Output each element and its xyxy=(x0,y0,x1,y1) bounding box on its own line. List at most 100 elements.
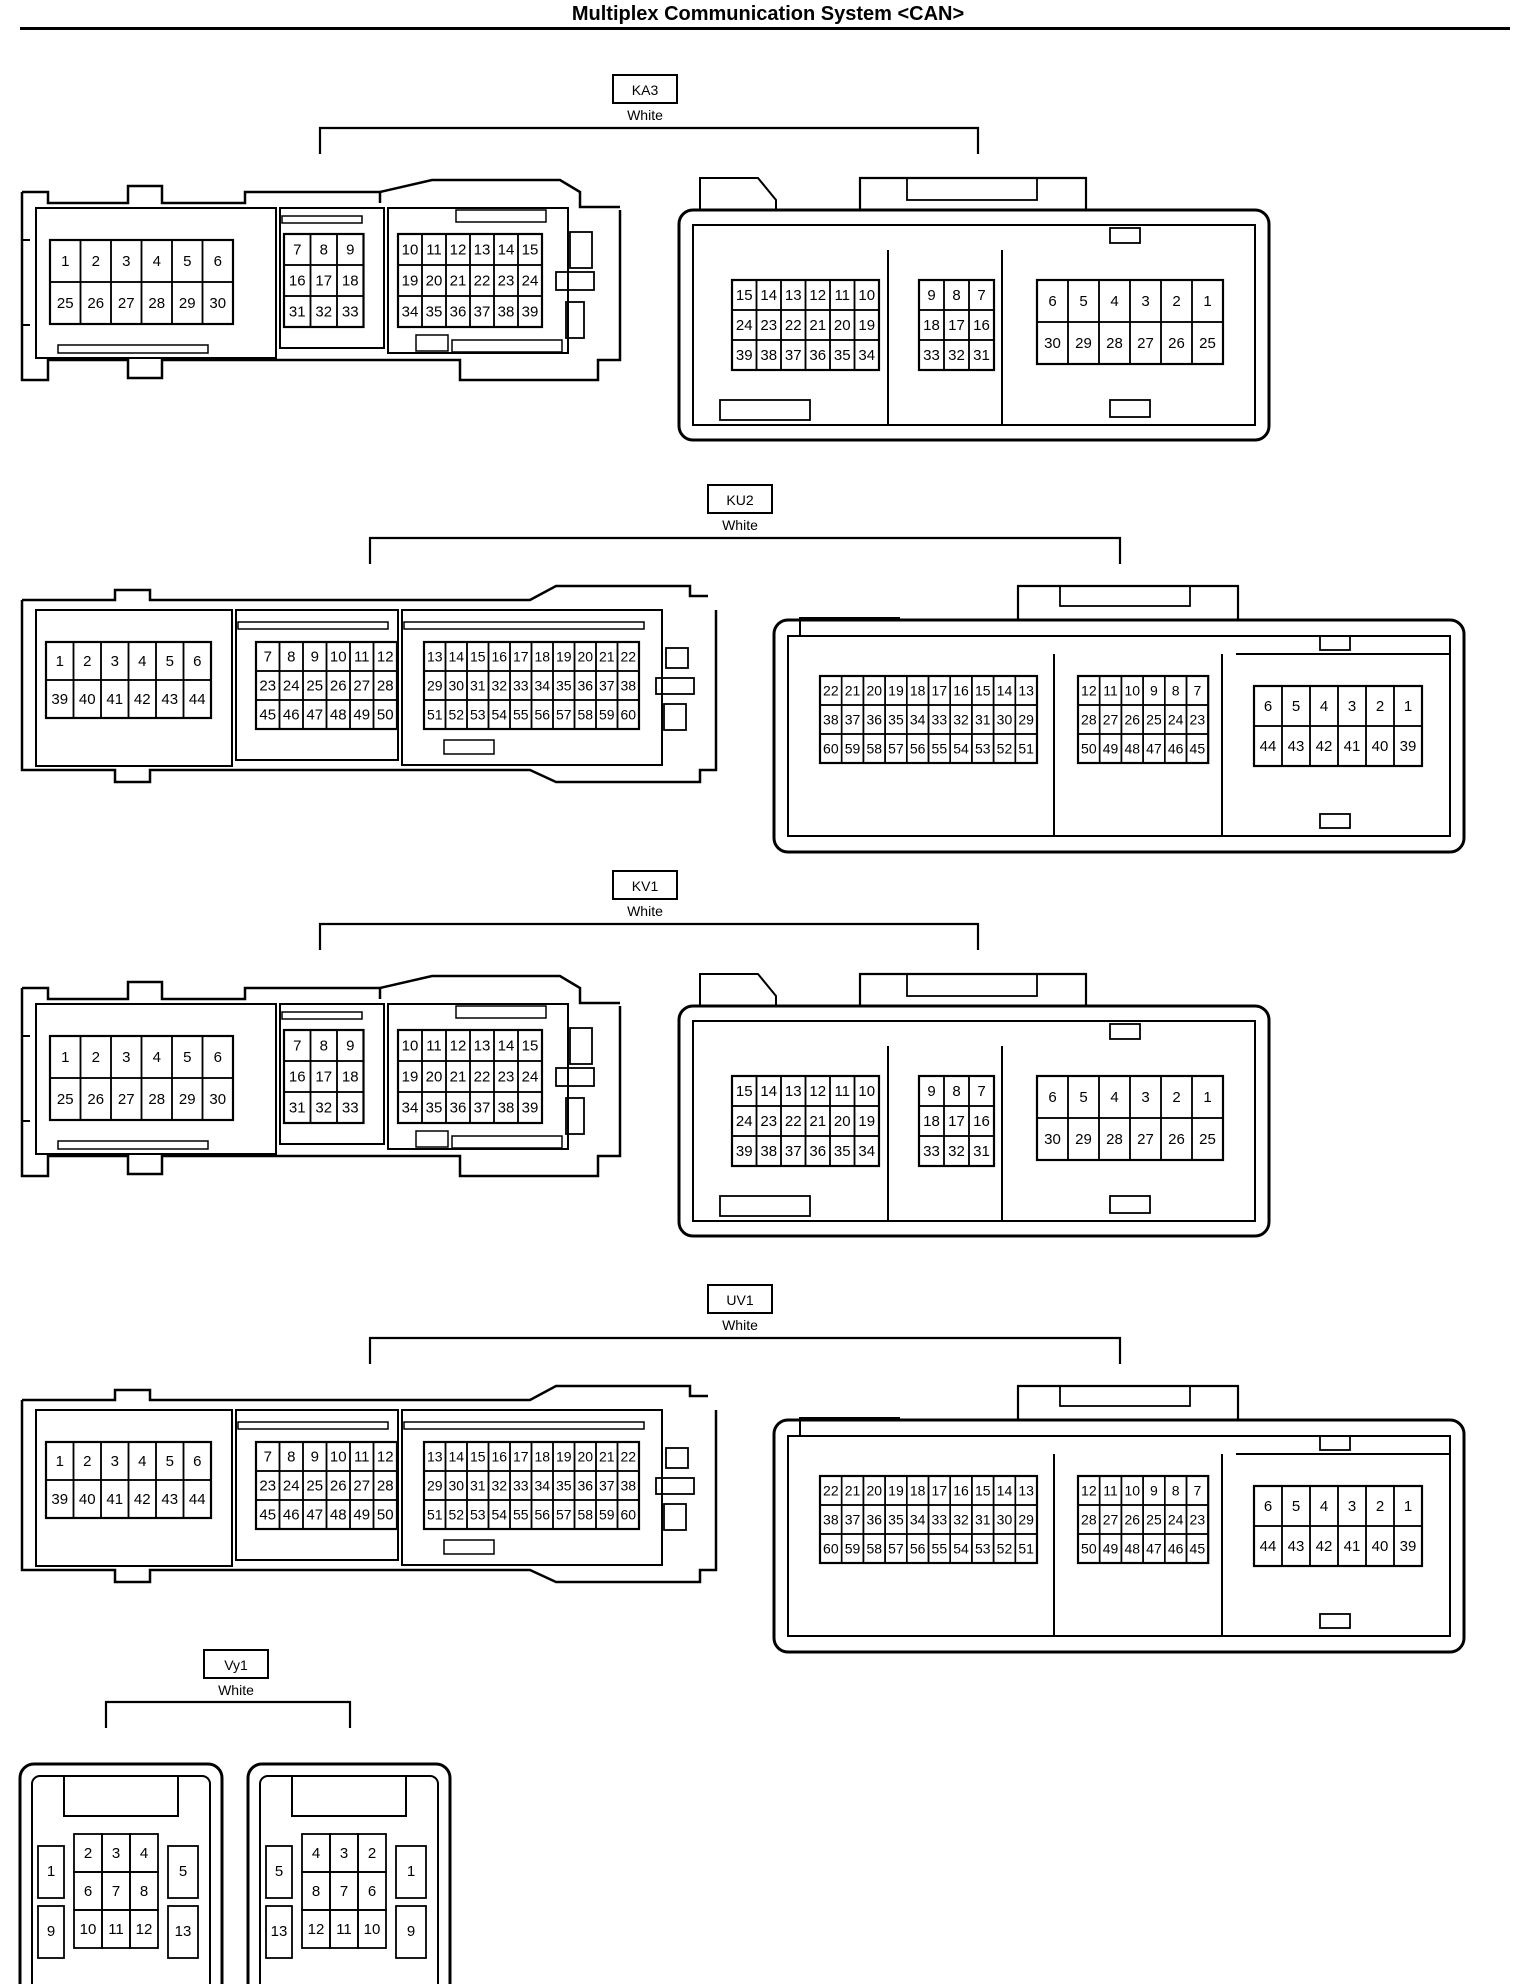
pin-number: 1 xyxy=(61,1049,69,1066)
pin-number: 4 xyxy=(1110,1089,1118,1106)
pin-number: 22 xyxy=(474,1069,491,1086)
pin-number: 10 xyxy=(858,1083,875,1100)
pin-number: 34 xyxy=(858,347,875,364)
pin-number: 32 xyxy=(948,347,965,364)
pin-number: 57 xyxy=(556,707,572,723)
pin-number: 3 xyxy=(1141,293,1149,310)
pin-number: 34 xyxy=(534,1478,550,1494)
pin-number: 20 xyxy=(834,317,851,334)
pin-number: 20 xyxy=(426,273,443,290)
pin-number: 33 xyxy=(342,304,359,321)
pin-number: 44 xyxy=(1260,738,1277,755)
housing-outline xyxy=(318,126,980,154)
pin-number: 3 xyxy=(112,1845,120,1862)
pin-number: 39 xyxy=(736,347,753,364)
pin-number: 33 xyxy=(932,1512,948,1528)
pin-number: 30 xyxy=(448,1478,464,1494)
pin-number: 7 xyxy=(293,242,301,259)
pin-number: 39 xyxy=(1400,1538,1417,1555)
pin-number: 34 xyxy=(910,1512,926,1528)
housing-part xyxy=(279,207,385,349)
pin-number: 5 xyxy=(275,1863,283,1880)
pin-number: 17 xyxy=(948,317,965,334)
housing-part xyxy=(1319,635,1351,651)
pin-number: 13 xyxy=(785,287,802,304)
pin-number: 12 xyxy=(809,287,826,304)
pin-cell xyxy=(336,1091,365,1124)
pin-number: 27 xyxy=(118,1091,135,1108)
pin-number: 13 xyxy=(427,649,443,665)
pin-number: 29 xyxy=(179,295,196,312)
pin-number: 36 xyxy=(866,1512,882,1528)
title-rule xyxy=(20,27,1510,30)
pin-number: 19 xyxy=(556,1449,572,1465)
pin-number: 16 xyxy=(491,1449,507,1465)
pin-number: 12 xyxy=(1081,683,1097,699)
page-title: Multiplex Communication System <CAN> xyxy=(571,3,965,25)
pin-number: 47 xyxy=(306,1507,323,1524)
pin-number: 60 xyxy=(823,1541,839,1557)
pin-number: 2 xyxy=(368,1845,376,1862)
pin-number: 29 xyxy=(1075,335,1092,352)
housing-part xyxy=(665,1447,689,1469)
pin-number: 17 xyxy=(315,273,332,290)
connector-id: KV1 xyxy=(632,878,659,894)
pin-number: 1 xyxy=(1203,1089,1211,1106)
pin-number: 25 xyxy=(57,295,74,312)
housing-part xyxy=(1109,399,1151,418)
pin-number: 5 xyxy=(183,1049,191,1066)
pin-number: 26 xyxy=(87,1091,104,1108)
pin-number: 2 xyxy=(92,253,100,270)
housing-part xyxy=(415,334,449,352)
pin-number: 11 xyxy=(834,287,850,304)
pin-number: 11 xyxy=(426,1038,442,1055)
housing-part xyxy=(237,621,389,630)
pin-number: 40 xyxy=(79,1491,96,1508)
housing-outline xyxy=(378,178,620,209)
pin-number: 43 xyxy=(1288,1538,1305,1555)
pin-number: 5 xyxy=(1292,698,1300,715)
pin-number: 16 xyxy=(289,273,306,290)
pin-number: 18 xyxy=(910,1483,926,1499)
pin-number: 12 xyxy=(136,1921,153,1938)
pin-number: 8 xyxy=(1172,683,1180,699)
pin-number: 44 xyxy=(189,691,206,708)
pin-number: 33 xyxy=(342,1100,359,1117)
pin-number: 30 xyxy=(1044,1131,1061,1148)
housing-part xyxy=(565,1097,585,1135)
pin-number: 16 xyxy=(289,1069,306,1086)
pin-number: 22 xyxy=(823,1483,839,1499)
housing-part xyxy=(455,1005,547,1019)
pin-number: 49 xyxy=(1103,741,1119,757)
housing-part xyxy=(1109,227,1141,244)
pin-number: 12 xyxy=(450,242,467,259)
pin-number: 11 xyxy=(834,1083,850,1100)
housing-outline xyxy=(20,600,718,784)
housing-part xyxy=(555,1067,595,1087)
pin-number: 41 xyxy=(1344,738,1361,755)
pin-cell xyxy=(1185,733,1210,764)
pin-number: 17 xyxy=(932,1483,948,1499)
housing-part xyxy=(237,1421,389,1430)
pin-cell xyxy=(129,1909,159,1949)
pin-number: 34 xyxy=(858,1143,875,1160)
pin-number: 21 xyxy=(599,1449,615,1465)
pin-number: 28 xyxy=(1106,335,1123,352)
pin-number: 13 xyxy=(474,1038,491,1055)
pin-number: 23 xyxy=(259,1478,276,1495)
pin-number: 47 xyxy=(1146,1541,1162,1557)
housing-part xyxy=(415,1130,449,1148)
pin-number: 10 xyxy=(1124,683,1140,699)
pin-number: 15 xyxy=(736,1083,753,1100)
pin-number: 7 xyxy=(340,1883,348,1900)
pin-number: 44 xyxy=(1260,1538,1277,1555)
pin-number: 39 xyxy=(522,1100,539,1117)
pin-number: 59 xyxy=(845,741,861,757)
pin-number: 37 xyxy=(785,347,802,364)
pin-number: 10 xyxy=(330,1449,347,1466)
